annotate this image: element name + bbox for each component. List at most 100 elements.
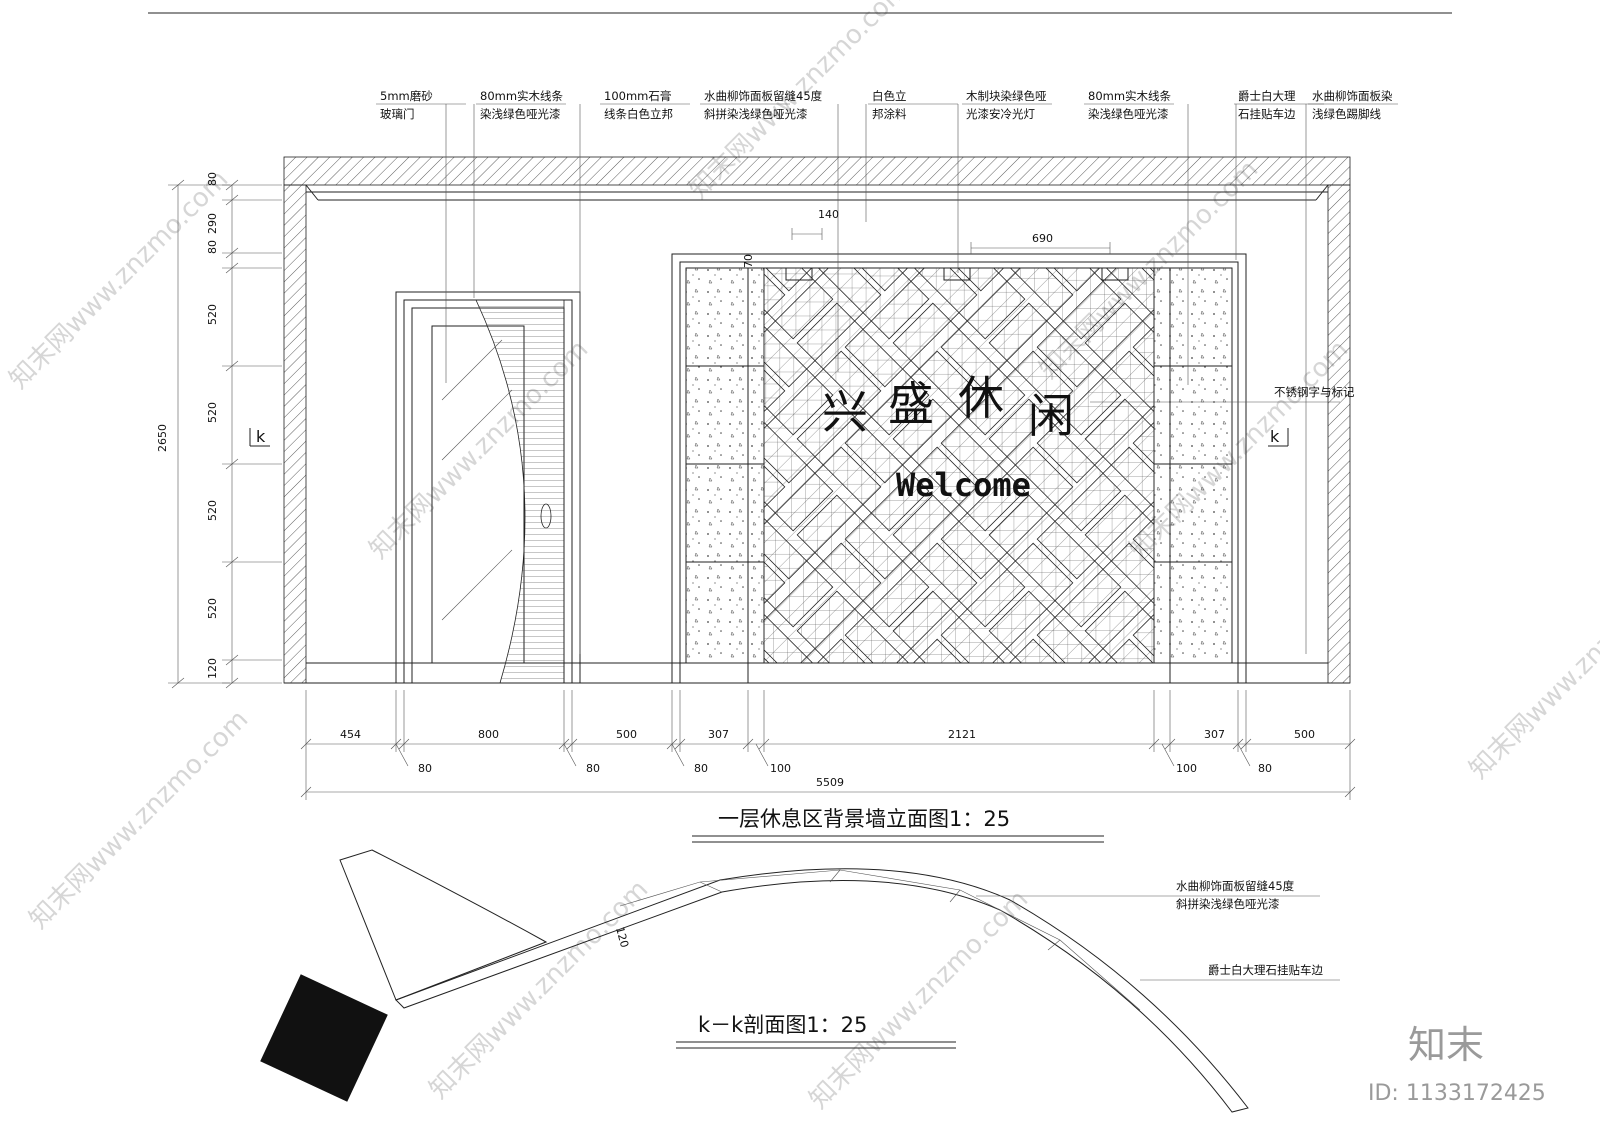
annotation-label-9-a: 水曲柳饰面板染 bbox=[1312, 89, 1393, 103]
wood-plank bbox=[1036, 638, 1154, 663]
dim-light-width: 140 bbox=[818, 208, 839, 221]
dim-vertical-part: 80 bbox=[206, 172, 219, 186]
annotation-label-7-b: 染浅绿色哑光漆 bbox=[1088, 107, 1169, 121]
wood-plank bbox=[941, 735, 1073, 867]
wood-plank bbox=[893, 15, 1025, 147]
left-wall-hatch bbox=[283, 184, 307, 684]
annotation-label-2-a: 80mm实木线条 bbox=[480, 89, 564, 103]
wood-plank bbox=[764, 268, 786, 388]
section-title: k－k剖面图1：25 bbox=[698, 1013, 867, 1037]
wood-plank bbox=[764, 590, 834, 663]
dim-vertical-part: 520 bbox=[206, 500, 219, 521]
k-k-section: 120 水曲柳饰面板留缝45度 斜拼染浅绿色哑光漆 爵士白大理石挂贴车边 k－k… bbox=[260, 849, 1340, 1113]
wood-plank bbox=[844, 638, 978, 663]
annotation-leaders bbox=[376, 103, 1398, 654]
wood-plank bbox=[1084, 590, 1154, 663]
wood-plank bbox=[845, 735, 977, 867]
dim-light-spacing: 690 bbox=[1032, 232, 1053, 245]
wood-plank bbox=[893, 687, 1025, 819]
annotation-label-9-b: 浅绿色踢脚线 bbox=[1312, 107, 1381, 121]
wood-plank bbox=[893, 0, 1025, 51]
wood-plank bbox=[941, 0, 1073, 99]
dim-horizontal: 500 bbox=[616, 728, 637, 741]
section-dim: 120 bbox=[613, 925, 631, 949]
watermark-text: 知末网www.znzmo.com bbox=[1464, 554, 1600, 785]
dim-horizontal-small: 80 bbox=[418, 762, 432, 775]
sign-char-3: 休 bbox=[958, 371, 1004, 425]
watermark-id: ID: 1133172425 bbox=[1368, 1081, 1546, 1106]
section-marker-left: k bbox=[249, 427, 270, 447]
wood-plank bbox=[764, 638, 786, 663]
annotation-label-1-a: 5mm磨砂 bbox=[380, 89, 433, 103]
sign-char-1: 兴 bbox=[822, 385, 868, 439]
wood-plank bbox=[764, 638, 882, 663]
annotation-label-8-a: 爵士白大理 bbox=[1238, 89, 1296, 103]
annotation-label-3-b: 线条白色立邦 bbox=[604, 107, 673, 121]
wood-plank bbox=[1469, 399, 1600, 531]
sign-char-4: 闲 bbox=[1028, 389, 1074, 443]
wood-plank bbox=[701, 687, 833, 819]
right-marble-column bbox=[1153, 267, 1233, 683]
annotation-label-1-b: 玻璃门 bbox=[380, 107, 415, 121]
floor-line bbox=[284, 662, 1350, 684]
section-marker-right: k bbox=[1268, 427, 1289, 447]
wood-plank bbox=[941, 0, 1073, 3]
watermark-text: 知末网www.znzmo.com bbox=[804, 884, 1035, 1115]
wood-plank bbox=[1085, 687, 1217, 819]
ceiling-hatch bbox=[283, 156, 1351, 186]
wood-plank bbox=[797, 687, 929, 819]
annotation-label-6-b: 光漆安冷光灯 bbox=[966, 107, 1035, 121]
annotation-labels: 5mm磨砂玻璃门80mm实木线条染浅绿色哑光漆100mm石膏线条白色立邦水曲柳饰… bbox=[380, 89, 1393, 121]
wood-plank bbox=[764, 350, 786, 484]
annotation-label-3-a: 100mm石膏 bbox=[604, 89, 671, 103]
right-wall-hatch bbox=[1327, 184, 1351, 684]
wood-plank bbox=[653, 735, 785, 867]
side-note-text: 不锈钢字与标记 bbox=[1274, 385, 1355, 399]
section-marker-left-label: k bbox=[256, 427, 266, 446]
annotation-label-7-a: 80mm实木线条 bbox=[1088, 89, 1172, 103]
top-dimensions: 690 140 70 bbox=[742, 208, 1111, 268]
annotation-label-5-a: 白色立 bbox=[872, 89, 907, 103]
wood-plank bbox=[557, 639, 689, 771]
welcome-text: Welcome bbox=[896, 466, 1031, 504]
wood-plank bbox=[892, 590, 1026, 663]
dim-vertical-part: 520 bbox=[206, 402, 219, 423]
dim-horizontal: 500 bbox=[1294, 728, 1315, 741]
wood-plank bbox=[764, 446, 786, 580]
elevation-title-block: 一层休息区背景墙立面图1：25 bbox=[692, 807, 1104, 843]
wood-plank bbox=[989, 0, 1121, 51]
dim-horizontal: 307 bbox=[708, 728, 729, 741]
wood-plank bbox=[989, 687, 1121, 819]
wood-plank bbox=[764, 542, 786, 663]
dim-vertical-total: 2650 bbox=[156, 424, 169, 452]
sign-char-2: 盛 bbox=[888, 377, 934, 431]
wood-plank bbox=[1085, 783, 1217, 915]
dim-horizontal-small: 80 bbox=[1258, 762, 1272, 775]
dim-horizontal: 454 bbox=[340, 728, 361, 741]
annotation-label-8-b: 石挂贴车边 bbox=[1238, 107, 1296, 121]
dim-horizontal-small: 100 bbox=[770, 762, 791, 775]
dim-vertical-part: 120 bbox=[206, 658, 219, 679]
wood-plank bbox=[749, 831, 881, 963]
wood-plank bbox=[1085, 15, 1217, 147]
wood-plank bbox=[1373, 303, 1505, 435]
wood-plank bbox=[605, 687, 737, 819]
dim-horizontal-total: 5509 bbox=[816, 776, 844, 789]
dim-light-offset: 70 bbox=[742, 254, 755, 268]
left-marble-column bbox=[685, 267, 765, 683]
watermark-text: 知末网www.znzmo.com bbox=[24, 704, 255, 935]
wood-plank bbox=[1421, 351, 1553, 483]
dim-horizontal-small: 100 bbox=[1176, 762, 1197, 775]
ceiling-moulding bbox=[305, 184, 1329, 201]
wood-plank bbox=[1373, 495, 1505, 627]
dim-horizontal: 2121 bbox=[948, 728, 976, 741]
dim-vertical-part: 80 bbox=[206, 240, 219, 254]
annotation-label-4-b: 斜拼染浅绿色哑光漆 bbox=[704, 107, 808, 121]
annotation-label-4-a: 水曲柳饰面板留缝45度 bbox=[704, 89, 823, 103]
dim-vertical-part: 520 bbox=[206, 598, 219, 619]
dim-horizontal-small: 80 bbox=[586, 762, 600, 775]
wood-plank bbox=[796, 590, 930, 663]
